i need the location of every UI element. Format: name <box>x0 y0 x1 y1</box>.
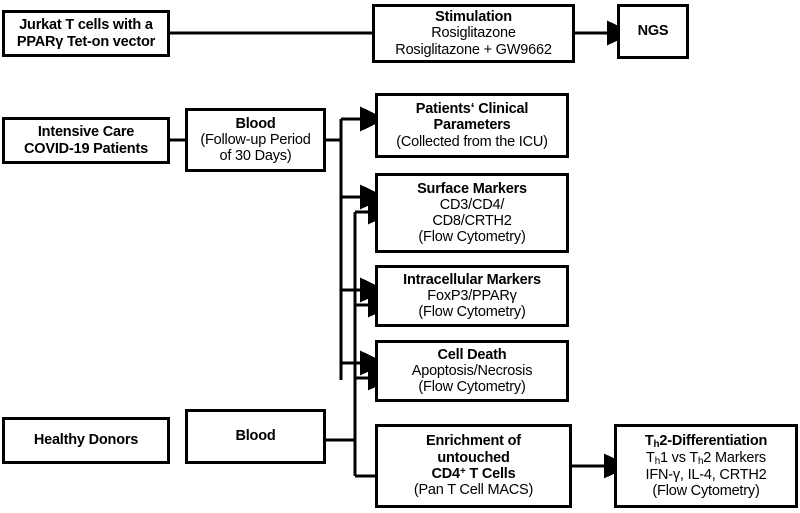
cell-death-title: Cell Death <box>437 346 507 363</box>
stimulation-line-2: Rosiglitazone + GW9662 <box>395 41 552 58</box>
jurkat-line-1: Jurkat T cells with a <box>19 17 153 34</box>
jurkat-t-cells-box[interactable]: Jurkat T cells with a PPARγ Tet-on vecto… <box>2 10 170 57</box>
blood-healthy-title: Blood <box>235 428 276 445</box>
blood-followup-box[interactable]: Blood (Follow-up Period of 30 Days) <box>185 108 326 172</box>
enrichment-cd4-superscript: + <box>459 465 466 477</box>
healthy-donors-title: Healthy Donors <box>33 432 139 449</box>
th2-title-subscript: h <box>653 438 660 450</box>
blood-covid-line-2: of 30 Days) <box>219 148 292 165</box>
surface-sub-2: CD8/CRTH2 <box>432 213 512 229</box>
clinical-sub-1: (Collected from the ICU) <box>396 133 548 150</box>
patients-clinical-parameters-box[interactable]: Patients‘ Clinical Parameters (Collected… <box>375 93 569 158</box>
enrichment-title-line-2: untouched <box>437 449 510 466</box>
icu-line-1: Intensive Care <box>37 124 135 141</box>
clinical-title-line-1: Patients‘ Clinical <box>415 101 529 118</box>
surface-sub-3: (Flow Cytometry) <box>418 229 526 246</box>
cell-death-box[interactable]: Cell Death Apoptosis/Necrosis (Flow Cyto… <box>375 340 569 402</box>
jurkat-line-2: PPARγ Tet-on vector <box>16 33 156 50</box>
enrichment-cd4-box[interactable]: Enrichment of untouched CD4+ T Cells (Pa… <box>375 424 572 508</box>
th2-title: Th2-Differentiation <box>645 433 767 450</box>
th2-markers-line: Th1 vs Th2 Markers <box>646 450 766 467</box>
intracellular-sub-2: (Flow Cytometry) <box>418 304 526 321</box>
intracellular-markers-box[interactable]: Intracellular Markers FoxP3/PPARγ (Flow … <box>375 265 569 327</box>
th2-markers-sub-2: h <box>698 455 704 467</box>
th2-markers-a: T <box>646 449 655 466</box>
blood-covid-title: Blood <box>235 115 276 132</box>
stimulation-title: Stimulation <box>435 9 512 26</box>
surface-markers-box[interactable]: Surface Markers CD3/CD4/ CD8/CRTH2 (Flow… <box>375 173 569 253</box>
cell-death-sub-2: (Flow Cytometry) <box>418 379 526 396</box>
intracellular-sub-1: FoxP3/PPARγ <box>427 287 517 304</box>
th2-title-pre: T <box>644 432 654 449</box>
stimulation-box[interactable]: Stimulation Rosiglitazone Rosiglitazone … <box>372 4 575 63</box>
th2-sub-3: (Flow Cytometry) <box>652 483 760 500</box>
healthy-donors-box[interactable]: Healthy Donors <box>2 417 170 464</box>
intracellular-title: Intracellular Markers <box>403 271 541 288</box>
blood-covid-line-1: (Follow-up Period <box>200 131 311 148</box>
stimulation-line-1: Rosiglitazone <box>431 25 516 42</box>
ngs-box[interactable]: NGS <box>617 4 689 59</box>
enrichment-title-line-1: Enrichment of <box>426 433 521 450</box>
intensive-care-covid-patients-box[interactable]: Intensive Care COVID-19 Patients <box>2 117 170 164</box>
cell-death-sub-1: Apoptosis/Necrosis <box>411 362 533 379</box>
th2-markers-sub-1: h <box>654 455 660 467</box>
th2-differentiation-box[interactable]: Th2-Differentiation Th1 vs Th2 Markers I… <box>614 424 798 508</box>
th2-markers-b: 1 vs T <box>659 449 699 466</box>
ngs-title: NGS <box>637 23 669 40</box>
clinical-title-line-2: Parameters <box>433 117 511 134</box>
th2-title-post: 2-Differentiation <box>659 432 768 449</box>
icu-line-2: COVID-19 Patients <box>24 140 148 157</box>
th2-sub-2: IFN-γ, IL-4, CRTH2 <box>645 466 767 483</box>
surface-title: Surface Markers <box>417 180 527 197</box>
th2-markers-c: 2 Markers <box>703 449 766 466</box>
enrichment-cd4-text: CD4 <box>431 466 461 483</box>
surface-sub-1: CD3/CD4/ <box>439 196 505 213</box>
enrichment-sub-1: (Pan T Cell MACS) <box>413 482 534 499</box>
enrichment-tcells-text: T Cells <box>465 466 516 483</box>
enrichment-title-line-3: CD4+ T Cells <box>432 466 516 482</box>
blood-healthy-box[interactable]: Blood <box>185 409 326 464</box>
